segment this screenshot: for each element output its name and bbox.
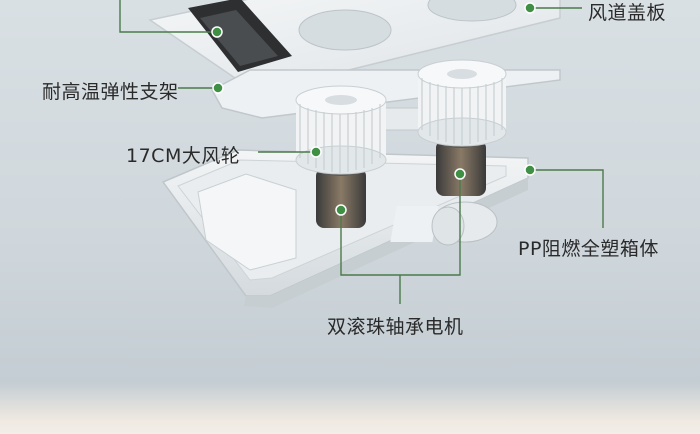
label-dual-ball-bearing-motor: 双滚珠轴承电机: [327, 316, 464, 338]
leader-lines: [119, 0, 604, 304]
label-air-duct-cover: 风道盖板: [588, 2, 667, 24]
label-17cm-fan-wheel: 17CM大风轮: [126, 145, 241, 167]
label-pp-housing: PP阻燃全塑箱体: [518, 238, 659, 260]
label-heat-resistant-bracket: 耐高温弹性支架: [42, 81, 179, 103]
right-blower-assembly: [417, 59, 507, 196]
leader-dots: [211, 2, 536, 216]
terminal-box: [188, 0, 292, 72]
